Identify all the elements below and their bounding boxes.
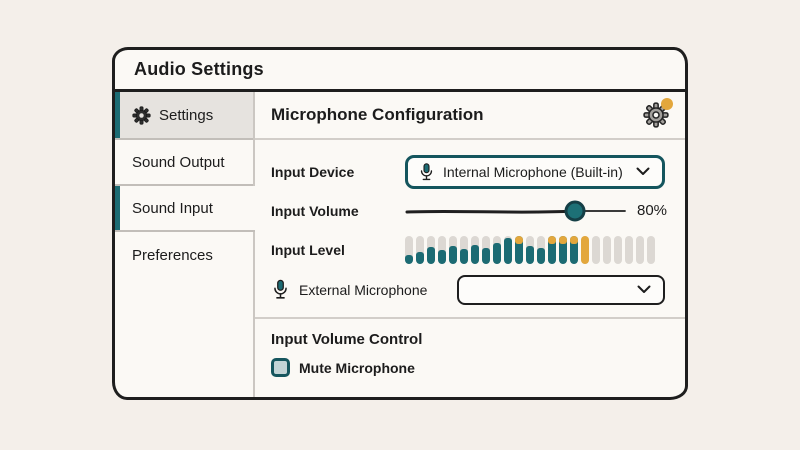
- input-volume-row: Input Volume 80%: [271, 191, 667, 230]
- level-bar: [471, 235, 479, 264]
- microphone-config-content: Input Device Internal Microphone: [255, 140, 685, 397]
- sidebar-item-preferences[interactable]: Preferences: [115, 232, 253, 278]
- input-volume-control-section: Input Volume Control Mute Microphone: [271, 319, 665, 377]
- mute-microphone-checkbox[interactable]: [271, 358, 290, 377]
- level-bar: [625, 235, 633, 264]
- level-bar: [526, 235, 534, 264]
- gear-icon: [643, 101, 669, 128]
- sidebar-item-label: Preferences: [132, 246, 213, 264]
- page-title: Microphone Configuration: [271, 105, 484, 124]
- sidebar-item-label: Sound Output: [132, 153, 225, 171]
- level-bar: [515, 235, 523, 264]
- chevron-down-icon: [637, 285, 651, 294]
- notification-dot: [661, 97, 673, 110]
- volume-slider-knob[interactable]: [564, 200, 586, 221]
- level-bar: [405, 235, 413, 264]
- section-divider: [255, 317, 685, 319]
- slider-track[interactable]: [405, 198, 627, 224]
- level-bar: [427, 235, 435, 264]
- level-bar: [559, 235, 567, 264]
- sidebar-item-settings[interactable]: Settings: [115, 92, 253, 140]
- main-header: Microphone Configuration: [255, 92, 685, 140]
- level-bar: [504, 235, 512, 264]
- sidebar-item-label: Settings: [159, 106, 214, 124]
- sidebar: Settings Sound Output Sound Input Prefer…: [115, 92, 255, 397]
- chevron-down-icon: [636, 167, 650, 176]
- level-bar: [581, 235, 589, 264]
- sidebar-item-sound-output[interactable]: Sound Output: [115, 140, 253, 186]
- external-microphone-select[interactable]: [457, 274, 665, 305]
- input-level-row: Input Level: [271, 230, 665, 269]
- level-bar: [647, 235, 655, 264]
- level-bar: [548, 235, 556, 264]
- level-bar: [460, 235, 468, 264]
- level-bar: [570, 235, 578, 264]
- mute-microphone-row: Mute Microphone: [271, 358, 665, 377]
- gear-icon: [132, 105, 151, 125]
- level-bar: [493, 235, 501, 264]
- input-level-label: Input Level: [271, 241, 345, 258]
- input-device-select[interactable]: Internal Microphone (Built-in): [405, 154, 665, 189]
- mute-microphone-label: Mute Microphone: [299, 359, 415, 376]
- microphone-icon: [418, 162, 435, 182]
- level-bar: [416, 235, 424, 264]
- level-bar: [603, 235, 611, 264]
- input-device-row: Input Device Internal Microphone: [271, 152, 665, 191]
- level-bar: [636, 235, 644, 264]
- input-device-label: Input Device: [271, 163, 355, 180]
- window-title: Audio Settings: [134, 59, 264, 79]
- input-volume-slider: 80%: [405, 198, 671, 224]
- level-bar: [438, 235, 446, 264]
- input-volume-control-title: Input Volume Control: [271, 331, 423, 348]
- audio-settings-window: Audio Settings: [112, 47, 688, 400]
- external-microphone-label: External Microphone: [299, 281, 428, 298]
- input-volume-label: Input Volume: [271, 202, 359, 219]
- settings-gear-button[interactable]: [643, 97, 673, 129]
- level-bar: [537, 235, 545, 264]
- microphone-icon: [271, 278, 290, 301]
- sidebar-item-label: Sound Input: [132, 199, 213, 217]
- main-panel: Microphone Configuration: [255, 92, 685, 397]
- input-device-value: Internal Microphone (Built-in): [443, 163, 623, 180]
- sidebar-item-sound-input[interactable]: Sound Input: [115, 186, 255, 232]
- window-titlebar: Audio Settings: [115, 50, 685, 92]
- external-microphone-row: External Microphone: [271, 269, 665, 310]
- level-bar: [449, 235, 457, 264]
- level-bar: [614, 235, 622, 264]
- level-bar: [482, 235, 490, 264]
- input-level-meter: [405, 235, 665, 264]
- level-bar: [592, 235, 600, 264]
- input-volume-value: 80%: [637, 202, 668, 219]
